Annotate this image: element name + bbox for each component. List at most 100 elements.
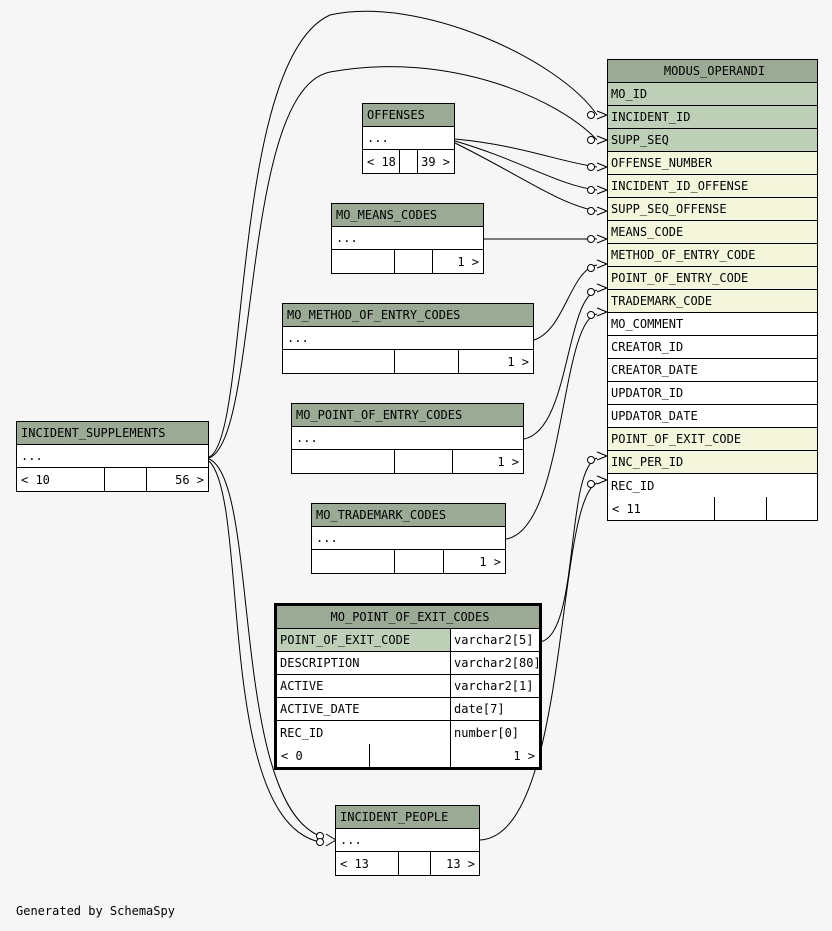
column-row[interactable]: INC_PER_ID bbox=[608, 451, 817, 474]
footer-children[interactable]: 1 > bbox=[458, 350, 533, 373]
footer-children[interactable]: 1 > bbox=[443, 550, 505, 573]
column-type: varchar2[5] bbox=[450, 629, 539, 651]
table-columns-collapsed: ... bbox=[336, 829, 479, 852]
table-footer: 1 > bbox=[312, 550, 505, 573]
footer-parents[interactable]: < 0 bbox=[281, 748, 303, 763]
edge-incident-people bbox=[479, 482, 598, 841]
column-row[interactable]: MO_ID bbox=[608, 83, 817, 106]
footer-middle bbox=[369, 744, 450, 767]
footer-children[interactable] bbox=[766, 497, 817, 520]
column-row[interactable]: POINT_OF_ENTRY_CODE bbox=[608, 267, 817, 290]
table-mo-point-of-exit-codes[interactable]: MO_POINT_OF_EXIT_CODES POINT_OF_EXIT_COD… bbox=[274, 603, 542, 770]
column-row[interactable]: OFFENSE_NUMBER bbox=[608, 152, 817, 175]
table-columns-collapsed: ... bbox=[312, 527, 505, 550]
table-columns-collapsed: ... bbox=[292, 427, 523, 450]
footer-parents[interactable] bbox=[312, 550, 394, 573]
footer-middle bbox=[394, 450, 452, 473]
table-title: MO_METHOD_OF_ENTRY_CODES bbox=[283, 304, 533, 327]
edge-point-of-entry bbox=[523, 289, 598, 440]
table-footer: < 18 39 > bbox=[363, 150, 454, 173]
footer-children[interactable]: 1 > bbox=[432, 250, 483, 273]
table-title: MO_MEANS_CODES bbox=[332, 204, 483, 227]
edge-supplements-incident-id bbox=[208, 10, 598, 458]
table-mo-method-of-entry-codes[interactable]: MO_METHOD_OF_ENTRY_CODES ... 1 > bbox=[282, 303, 534, 374]
table-title: MO_POINT_OF_ENTRY_CODES bbox=[292, 404, 523, 427]
table-incident-supplements[interactable]: INCIDENT_SUPPLEMENTS ... < 10 56 > bbox=[16, 421, 209, 492]
column-name: ACTIVE bbox=[280, 679, 324, 693]
footer-children[interactable]: 56 > bbox=[146, 468, 208, 491]
table-title: MODUS_OPERANDI bbox=[608, 60, 817, 83]
footer-middle bbox=[399, 150, 417, 173]
column-row[interactable]: INCIDENT_ID bbox=[608, 106, 817, 129]
table-columns-collapsed: ... bbox=[332, 227, 483, 250]
column-type: varchar2[80] bbox=[450, 652, 539, 674]
edge-offenses-supp-seq-offense bbox=[454, 142, 598, 212]
column-row[interactable]: TRADEMARK_CODE bbox=[608, 290, 817, 313]
column-row[interactable]: REC_ID number[0] bbox=[277, 721, 539, 744]
edge-point-of-exit bbox=[539, 457, 598, 643]
column-row[interactable]: POINT_OF_EXIT_CODE bbox=[608, 428, 817, 451]
footer-parents[interactable] bbox=[292, 450, 394, 473]
column-row[interactable]: MO_COMMENT bbox=[608, 313, 817, 336]
column-row[interactable]: METHOD_OF_ENTRY_CODE bbox=[608, 244, 817, 267]
table-title: OFFENSES bbox=[363, 104, 454, 127]
footer-middle bbox=[394, 550, 443, 573]
footer-parents[interactable]: < 18 bbox=[367, 154, 396, 169]
footer-children[interactable]: 1 > bbox=[450, 744, 539, 767]
column-type: number[0] bbox=[450, 721, 539, 744]
table-footer: 1 > bbox=[292, 450, 523, 473]
footer-parents[interactable]: < 10 bbox=[21, 472, 50, 487]
table-mo-trademark-codes[interactable]: MO_TRADEMARK_CODES ... 1 > bbox=[311, 503, 506, 574]
table-columns-collapsed: ... bbox=[363, 127, 454, 150]
column-name: ACTIVE_DATE bbox=[280, 702, 360, 716]
generated-by-text: Generated by SchemaSpy bbox=[16, 904, 175, 918]
column-name: POINT_OF_EXIT_CODE bbox=[277, 629, 450, 651]
column-row[interactable]: MEANS_CODE bbox=[608, 221, 817, 244]
column-row[interactable]: ACTIVE_DATE date[7] bbox=[277, 698, 539, 721]
column-row[interactable]: UPDATOR_DATE bbox=[608, 405, 817, 428]
table-incident-people[interactable]: INCIDENT_PEOPLE ... < 13 13 > bbox=[335, 805, 480, 876]
table-title: INCIDENT_SUPPLEMENTS bbox=[17, 422, 208, 445]
table-title: MO_POINT_OF_EXIT_CODES bbox=[277, 606, 539, 629]
column-type: date[7] bbox=[450, 698, 539, 720]
column-row[interactable]: CREATOR_DATE bbox=[608, 359, 817, 382]
column-type: varchar2[1] bbox=[450, 675, 539, 697]
footer-middle bbox=[398, 852, 430, 875]
table-mo-means-codes[interactable]: MO_MEANS_CODES ... 1 > bbox=[331, 203, 484, 274]
footer-children[interactable]: 39 > bbox=[417, 150, 454, 173]
column-row[interactable]: UPDATOR_ID bbox=[608, 382, 817, 405]
table-columns-collapsed: ... bbox=[283, 327, 533, 350]
edge-trademark bbox=[505, 313, 598, 540]
column-row[interactable]: ACTIVE varchar2[1] bbox=[277, 675, 539, 698]
table-title: INCIDENT_PEOPLE bbox=[336, 806, 479, 829]
table-footer: < 11 bbox=[608, 497, 817, 520]
column-row[interactable]: SUPP_SEQ_OFFENSE bbox=[608, 198, 817, 221]
footer-parents[interactable] bbox=[332, 250, 394, 273]
table-footer: 1 > bbox=[332, 250, 483, 273]
footer-children[interactable]: 1 > bbox=[452, 450, 523, 473]
edge-offenses-incident-id-offense bbox=[454, 140, 598, 191]
footer-parents[interactable]: < 11 bbox=[612, 501, 641, 516]
table-footer: < 10 56 > bbox=[17, 468, 208, 491]
footer-parents[interactable]: < 13 bbox=[340, 856, 369, 871]
edge-offenses-offense-number bbox=[454, 138, 598, 168]
footer-parents[interactable] bbox=[283, 350, 394, 373]
table-footer: < 0 1 > bbox=[277, 744, 539, 767]
column-row[interactable]: REC_ID bbox=[611, 478, 655, 493]
footer-children[interactable]: 13 > bbox=[430, 852, 479, 875]
edge-method-of-entry bbox=[533, 264, 598, 341]
column-row[interactable]: INCIDENT_ID_OFFENSE bbox=[608, 175, 817, 198]
table-mo-point-of-entry-codes[interactable]: MO_POINT_OF_ENTRY_CODES ... 1 > bbox=[291, 403, 524, 474]
edge-supplements-people-b bbox=[208, 460, 321, 843]
footer-middle bbox=[714, 497, 766, 520]
column-row[interactable]: SUPP_SEQ bbox=[608, 129, 817, 152]
footer-middle bbox=[394, 250, 432, 273]
edge-supplements-people-a bbox=[208, 458, 321, 837]
column-row[interactable]: CREATOR_ID bbox=[608, 336, 817, 359]
table-offenses[interactable]: OFFENSES ... < 18 39 > bbox=[362, 103, 455, 174]
column-name: REC_ID bbox=[280, 725, 324, 740]
